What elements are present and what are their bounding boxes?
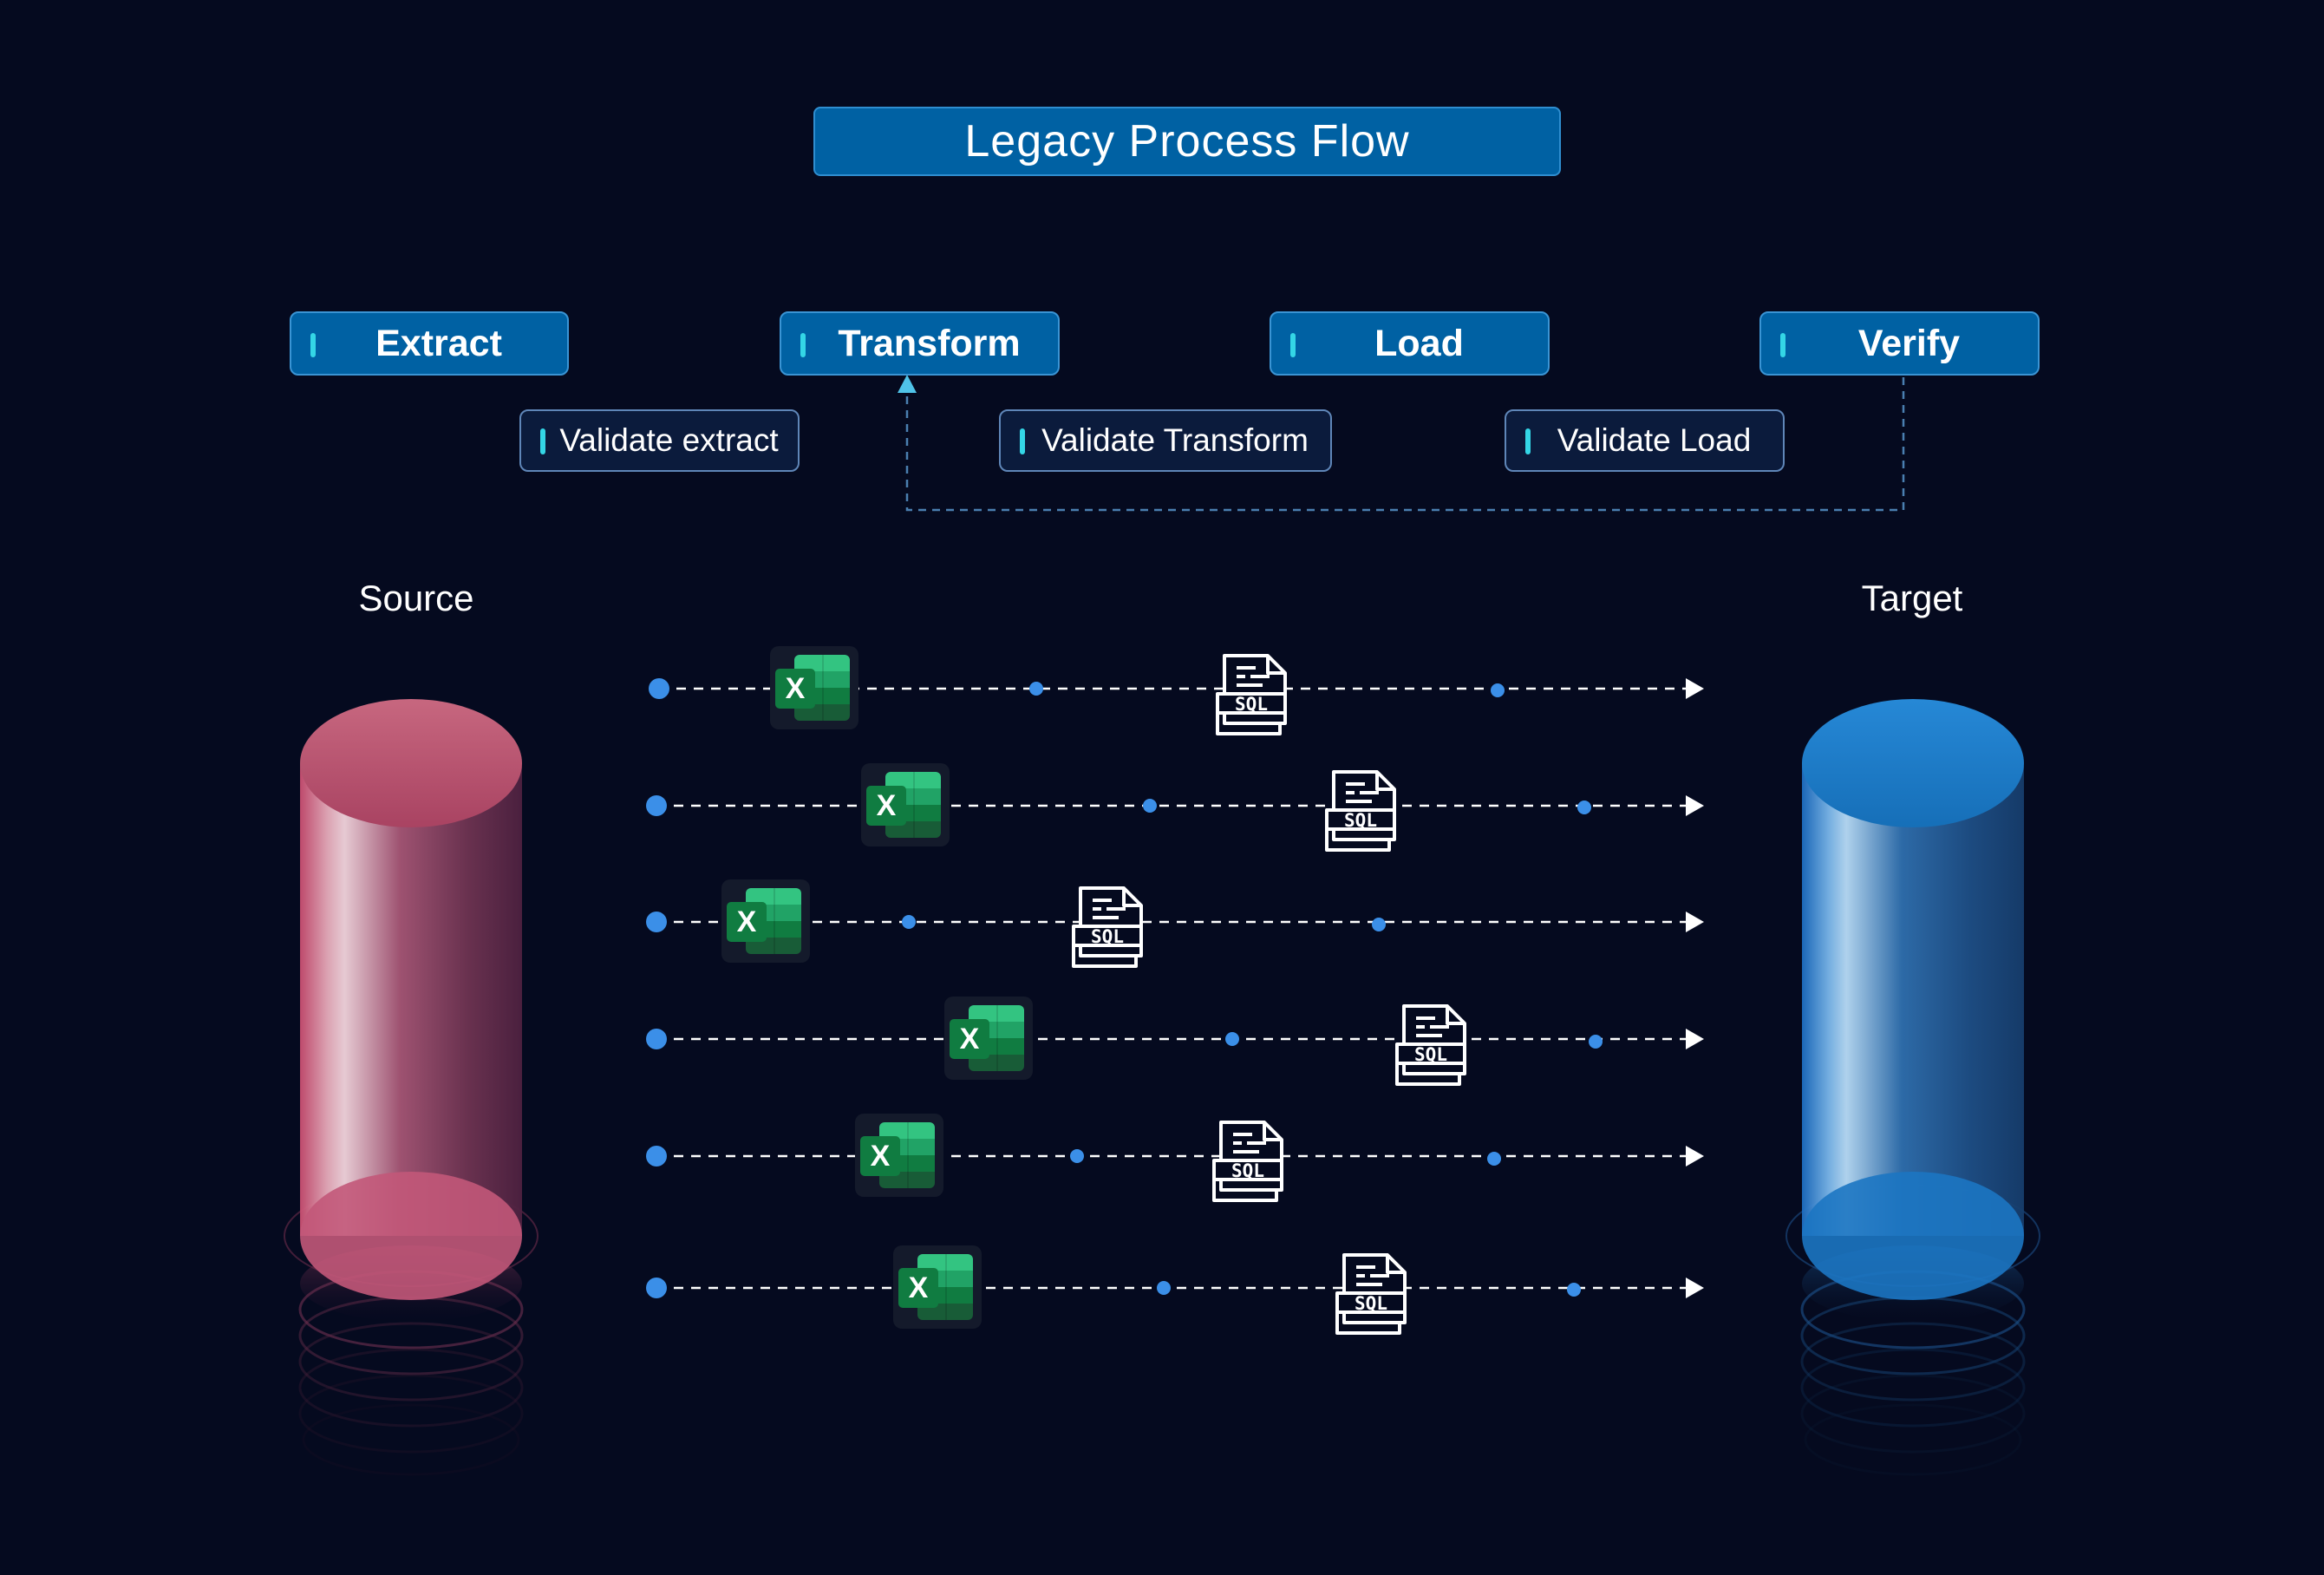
source-label: Source: [358, 578, 474, 618]
flow-waypoint-dot: [1029, 682, 1043, 696]
flow-start-dot: [646, 795, 667, 816]
sql-file-icon: SQL: [1325, 770, 1396, 852]
flow-row-3: [646, 912, 1704, 932]
flow-arrowhead: [1686, 678, 1704, 699]
flow-row-6: [646, 1278, 1704, 1298]
flow-waypoint-dot: [1567, 1283, 1581, 1297]
flow-waypoint-dot: [902, 915, 916, 929]
accent-bar: [540, 428, 545, 454]
target-label: Target: [1861, 578, 1963, 618]
step-transform: Transform: [780, 311, 1060, 376]
validate-transform: Validate Transform: [999, 409, 1332, 472]
sql-icon-text: SQL: [1235, 694, 1268, 715]
flow-waypoint-dot: [1577, 801, 1591, 814]
sql-icon-text: SQL: [1231, 1160, 1264, 1181]
step-label: Transform: [838, 323, 1021, 364]
flow-row-5: [646, 1146, 1704, 1167]
flow-row-2: [646, 795, 1704, 816]
sql-file-icon: SQL: [1395, 1004, 1466, 1086]
flow-start-dot: [646, 1278, 667, 1298]
sql-file-icon: SQL: [1335, 1253, 1407, 1335]
flow-waypoint-dot: [1070, 1149, 1084, 1163]
diagram-title: Legacy Process Flow: [813, 107, 1561, 176]
flow-arrowhead: [1686, 912, 1704, 932]
flow-waypoint-dot: [1589, 1035, 1603, 1049]
flow-waypoint-dot: [1487, 1152, 1501, 1166]
accent-bar: [1020, 428, 1025, 454]
flow-waypoint-dot: [1372, 918, 1386, 931]
sql-icon-text: SQL: [1091, 926, 1124, 947]
flow-arrowhead: [1686, 1146, 1704, 1167]
validation-label: Validate extract: [559, 422, 779, 458]
step-load: Load: [1270, 311, 1550, 376]
flow-arrowhead: [1686, 1029, 1704, 1049]
accent-bar: [800, 333, 806, 357]
accent-bar: [1780, 333, 1785, 357]
source-database-cylinder: [284, 699, 539, 1476]
sql-file-icon: SQL: [1072, 886, 1143, 968]
validate-extract: Validate extract: [519, 409, 800, 472]
excel-file-icon: X: [893, 1245, 982, 1329]
accent-bar: [310, 333, 316, 357]
validate-load: Validate Load: [1505, 409, 1785, 472]
sql-icon-text: SQL: [1355, 1293, 1387, 1314]
excel-file-icon: X: [770, 646, 858, 729]
validation-label: Validate Transform: [1041, 422, 1309, 458]
target-database-cylinder: [1785, 699, 2040, 1476]
accent-bar: [1290, 333, 1296, 357]
flow-start-dot: [646, 1146, 667, 1167]
sql-icon-text: SQL: [1344, 810, 1377, 831]
flow-arrowhead: [1686, 1278, 1704, 1298]
excel-file-icon: X: [944, 997, 1033, 1080]
flow-start-dot: [646, 1029, 667, 1049]
step-label: Extract: [375, 323, 502, 364]
validation-label: Validate Load: [1557, 422, 1752, 458]
sql-file-icon: SQL: [1212, 1121, 1283, 1202]
flow-waypoint-dot: [1143, 799, 1157, 813]
excel-file-icon: X: [861, 763, 950, 846]
feedback-arrowhead: [898, 375, 917, 393]
excel-file-icon: X: [855, 1114, 943, 1197]
flow-waypoint-dot: [1157, 1281, 1171, 1295]
flow-arrowhead: [1686, 795, 1704, 816]
accent-bar: [1525, 428, 1531, 454]
step-label: Load: [1374, 323, 1464, 364]
flow-waypoint-dot: [1491, 683, 1505, 697]
verify-to-transform-feedback-line: [898, 375, 1905, 512]
step-extract: Extract: [290, 311, 569, 376]
excel-file-icon: X: [721, 879, 810, 963]
flow-row-1: [649, 678, 1704, 699]
flow-start-dot: [646, 912, 667, 932]
flow-row-4: [646, 1029, 1704, 1049]
flow-start-dot: [649, 678, 669, 699]
step-verify: Verify: [1759, 311, 2040, 376]
sql-file-icon: SQL: [1216, 654, 1287, 735]
step-label: Verify: [1857, 323, 1961, 364]
flow-waypoint-dot: [1225, 1032, 1239, 1046]
sql-icon-text: SQL: [1414, 1044, 1447, 1065]
